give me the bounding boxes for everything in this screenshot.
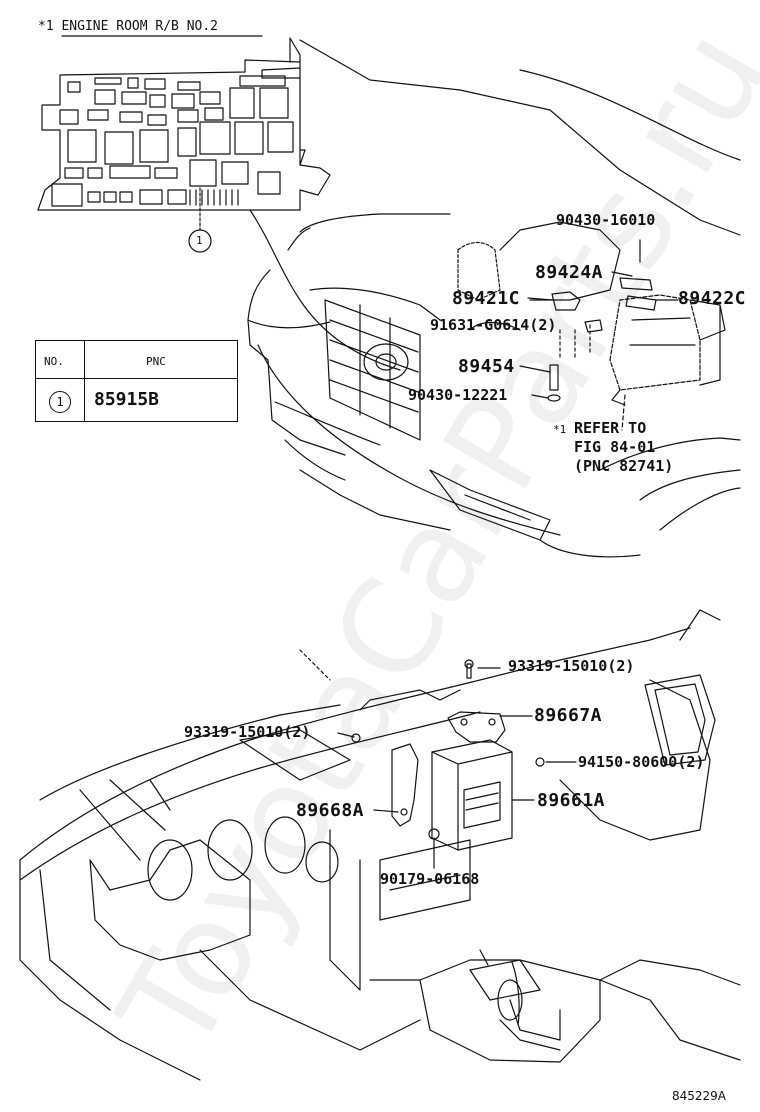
part-label-89422c[interactable]: 89422C — [678, 288, 747, 309]
part-label-93319-15010-top[interactable]: 93319-15010(2) — [508, 657, 635, 675]
part-label-90179-06168[interactable]: 90179-06168 — [380, 870, 480, 888]
pnc-table-col-pnc: PNC — [146, 355, 166, 368]
refer-line-1: REFER TO — [574, 419, 647, 437]
part-label-89424a[interactable]: 89424A — [535, 262, 604, 283]
part-label-89661a[interactable]: 89661A — [537, 790, 606, 811]
part-label-89454[interactable]: 89454 — [458, 356, 515, 377]
pnc-table-no-column — [36, 341, 85, 421]
refer-line-2[interactable]: FIG 84-01 — [574, 438, 656, 456]
figure-code: 845229A — [672, 1089, 727, 1103]
part-label-89421c[interactable]: 89421C — [452, 288, 521, 309]
pnc-table-col-no: NO. — [44, 355, 64, 368]
relay-box-drawing — [37, 37, 331, 253]
refer-star: *1 — [553, 423, 567, 436]
relay-box-note: *1 ENGINE ROOM R/B NO.2 — [38, 19, 219, 34]
dashboard-drawing — [19, 609, 741, 1081]
relay-box-callout-number: 1 — [196, 234, 203, 247]
pnc-table-header — [36, 341, 237, 379]
part-label-90430-12221[interactable]: 90430-12221 — [408, 386, 508, 404]
part-label-89668a[interactable]: 89668A — [296, 800, 365, 821]
part-label-90430-16010[interactable]: 90430-16010 — [556, 211, 656, 229]
vehicle-front-drawing — [247, 39, 741, 558]
part-label-91631-g0614[interactable]: 91631-G0614(2) — [430, 316, 557, 334]
part-label-89667a[interactable]: 89667A — [534, 705, 603, 726]
refer-line-3: (PNC 82741) — [574, 457, 674, 475]
pnc-table: NO. PNC 1 85915B — [35, 340, 238, 422]
part-label-93319-15010-left[interactable]: 93319-15010(2) — [184, 723, 311, 741]
pnc-table-row-no: 1 — [49, 391, 71, 413]
pnc-table-row-pnc: 85915B — [94, 389, 160, 410]
part-label-94150-80600[interactable]: 94150-80600(2) — [578, 753, 705, 771]
